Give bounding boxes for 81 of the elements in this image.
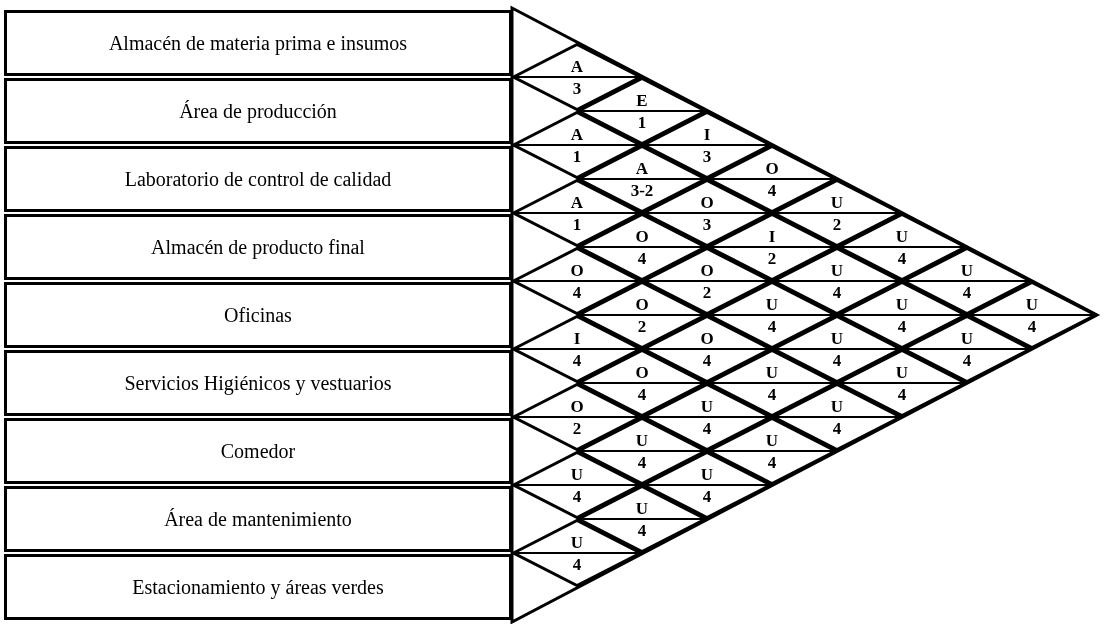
closeness-letter: U: [764, 364, 780, 381]
closeness-letter: U: [894, 228, 910, 245]
closeness-letter: U: [829, 330, 845, 347]
closeness-letter: U: [699, 466, 715, 483]
closeness-letter: U: [764, 432, 780, 449]
department-name: Área de producción: [179, 98, 337, 124]
closeness-letter: U: [764, 296, 780, 313]
closeness-letter: O: [634, 228, 650, 245]
reason-code: 4: [701, 488, 713, 505]
closeness-letter: U: [634, 500, 650, 517]
reason-code: 4: [831, 420, 843, 437]
reason-code: 4: [766, 454, 778, 471]
closeness-letter: U: [699, 398, 715, 415]
department-name: Almacén de producto final: [151, 234, 365, 260]
reason-code: 4: [571, 284, 583, 301]
reason-code: 4: [571, 352, 583, 369]
closeness-letter: O: [569, 398, 585, 415]
reason-code: 4: [571, 556, 583, 573]
closeness-letter: A: [569, 126, 585, 143]
reason-code: 3: [701, 148, 713, 165]
department-name: Comedor: [220, 438, 296, 464]
closeness-letter: A: [569, 194, 585, 211]
closeness-letter: A: [634, 160, 650, 177]
reason-code: 4: [636, 522, 648, 539]
closeness-letter: U: [894, 364, 910, 381]
reason-code: 4: [896, 318, 908, 335]
closeness-letter: A: [569, 58, 585, 75]
department-name: Área de mantenimiento: [164, 506, 352, 532]
closeness-letter: U: [829, 262, 845, 279]
reason-code: 4: [1026, 318, 1038, 335]
reason-code: 1: [571, 216, 583, 233]
department-name: Servicios Higiénicos y vestuarios: [124, 370, 392, 396]
closeness-letter: U: [569, 466, 585, 483]
reason-code: 4: [766, 182, 778, 199]
closeness-letter: O: [634, 364, 650, 381]
reason-code: 4: [701, 420, 713, 437]
reason-code: 2: [831, 216, 843, 233]
closeness-letter: O: [699, 262, 715, 279]
reason-code: 2: [766, 250, 778, 267]
closeness-letter: E: [635, 92, 649, 109]
reason-code: 4: [831, 352, 843, 369]
reason-code: 4: [896, 386, 908, 403]
reason-code: 2: [636, 318, 648, 335]
reason-code: 2: [571, 420, 583, 437]
closeness-letter: U: [634, 432, 650, 449]
closeness-letter: U: [894, 296, 910, 313]
closeness-letter: O: [764, 160, 780, 177]
reason-code: 2: [701, 284, 713, 301]
closeness-letter: U: [959, 330, 975, 347]
closeness-letter: U: [829, 194, 845, 211]
closeness-letter: O: [634, 296, 650, 313]
department-name: Laboratorio de control de calidad: [124, 166, 392, 192]
closeness-letter: I: [702, 126, 712, 143]
closeness-letter: I: [572, 330, 582, 347]
reason-code: 4: [831, 284, 843, 301]
reason-code: 4: [961, 284, 973, 301]
reason-code: 4: [766, 318, 778, 335]
department-name: Almacén de materia prima e insumos: [108, 30, 408, 56]
closeness-letter: I: [767, 228, 777, 245]
reason-code: 4: [636, 454, 648, 471]
closeness-letter: O: [699, 330, 715, 347]
closeness-letter: U: [1024, 296, 1040, 313]
closeness-letter: U: [569, 534, 585, 551]
reason-code: 1: [636, 114, 648, 131]
reason-code: 4: [701, 352, 713, 369]
reason-code: 4: [636, 250, 648, 267]
closeness-letter: O: [699, 194, 715, 211]
closeness-letter: O: [569, 262, 585, 279]
reason-code: 4: [961, 352, 973, 369]
department-name: Estacionamiento y áreas verdes: [132, 574, 384, 600]
closeness-letter: U: [959, 262, 975, 279]
reason-code: 4: [766, 386, 778, 403]
closeness-letter: U: [829, 398, 845, 415]
reason-code: 4: [896, 250, 908, 267]
reason-code: 1: [571, 148, 583, 165]
reason-code: 4: [571, 488, 583, 505]
reason-code: 3: [571, 80, 583, 97]
reason-code: 3-2: [629, 182, 655, 199]
department-name: Oficinas: [224, 302, 292, 328]
reason-code: 4: [636, 386, 648, 403]
reason-code: 3: [701, 216, 713, 233]
